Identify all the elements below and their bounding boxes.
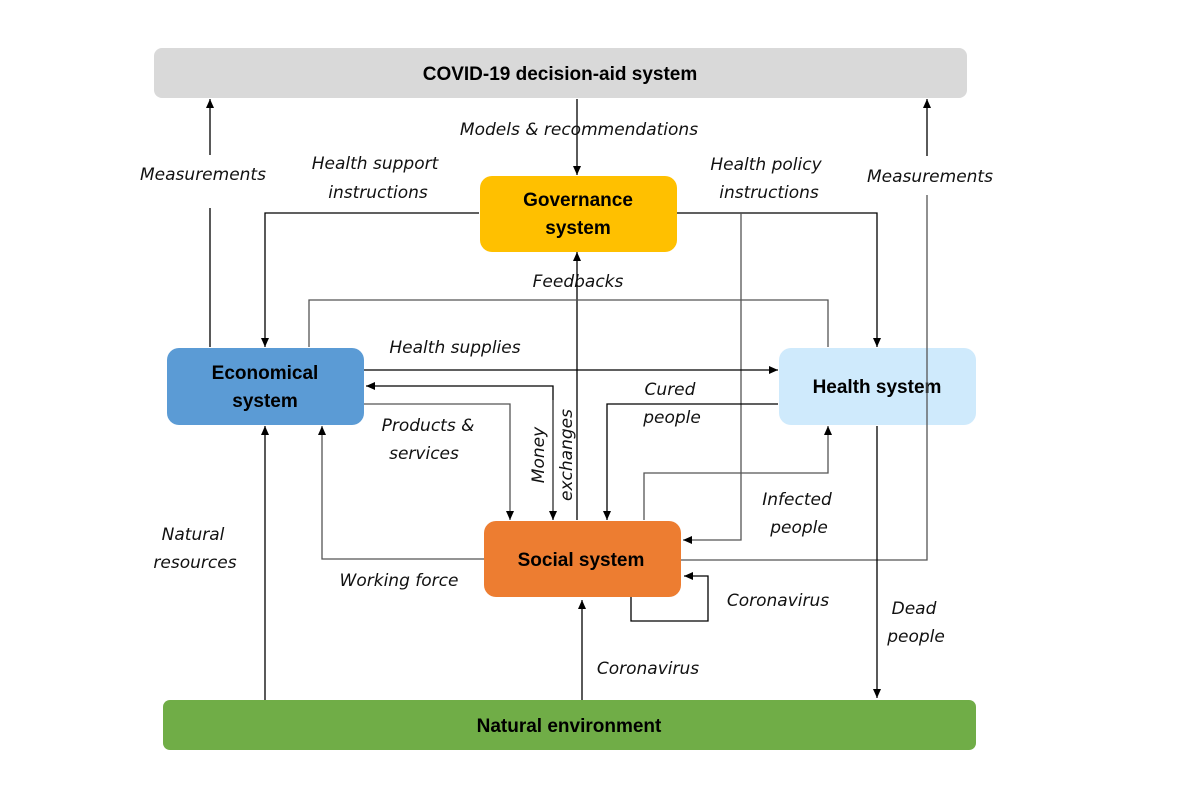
label-models-recommendations: Models & recommendations [460, 120, 698, 140]
label-products-services-1: Products & [382, 416, 475, 436]
node-health-label: Health system [813, 377, 942, 398]
node-social-label: Social system [518, 550, 645, 571]
label-cured-people-1: Cured [645, 380, 696, 400]
node-health[interactable]: Health system [779, 348, 976, 425]
label-health-support-2: instructions [328, 183, 428, 203]
label-infected-people-2: people [769, 518, 828, 538]
label-health-support-1: Health support [312, 154, 440, 174]
edge-products-services [364, 403, 514, 520]
edge-infected-people [643, 426, 832, 520]
edge-feedback-bus [308, 299, 829, 347]
edge-working-force [318, 426, 484, 560]
label-health-policy-2: instructions [719, 183, 819, 203]
label-dead-people-2: people [886, 627, 945, 647]
label-products-services-2: services [389, 444, 459, 464]
label-feedbacks: Feedbacks [533, 272, 624, 292]
node-governance[interactable]: Governance system [480, 176, 677, 252]
label-dead-people-1: Dead [892, 599, 937, 619]
edge-health-policy-health [677, 212, 881, 347]
node-natural-environment[interactable]: Natural environment [163, 700, 976, 750]
label-measurements-right: Measurements [867, 167, 993, 187]
label-health-policy-1: Health policy [710, 155, 822, 175]
label-coronavirus-self: Coronavirus [727, 591, 829, 611]
label-natural-resources-2: resources [153, 553, 236, 573]
label-natural-resources-1: Natural [162, 525, 225, 545]
edge-cured-people [603, 403, 778, 520]
node-natural-environment-label: Natural environment [477, 716, 662, 737]
label-cured-people-2: people [642, 408, 701, 428]
edge-measurements-right [681, 195, 928, 561]
node-decision-aid-label: COVID-19 decision-aid system [423, 64, 698, 85]
node-economical[interactable]: Economical system [167, 348, 364, 425]
label-money-exchanges-1: Money [529, 426, 549, 483]
node-economical-label-2: system [232, 391, 298, 412]
edge-health-policy-social [683, 213, 742, 544]
label-coronavirus-env: Coronavirus [597, 659, 699, 679]
label-working-force: Working force [340, 571, 459, 591]
label-money-exchanges-2: exchanges [557, 409, 577, 501]
label-infected-people-1: Infected [762, 490, 832, 510]
node-decision-aid[interactable]: COVID-19 decision-aid system [154, 48, 967, 98]
edge-health-support [261, 212, 479, 347]
node-social[interactable]: Social system [484, 521, 681, 597]
node-governance-label-2: system [545, 218, 611, 239]
node-economical-label-1: Economical [212, 363, 319, 384]
node-governance-label-1: Governance [523, 190, 633, 211]
edge-coronavirus-self [630, 572, 709, 622]
label-health-supplies: Health supplies [389, 338, 520, 358]
label-measurements-left: Measurements [140, 165, 266, 185]
